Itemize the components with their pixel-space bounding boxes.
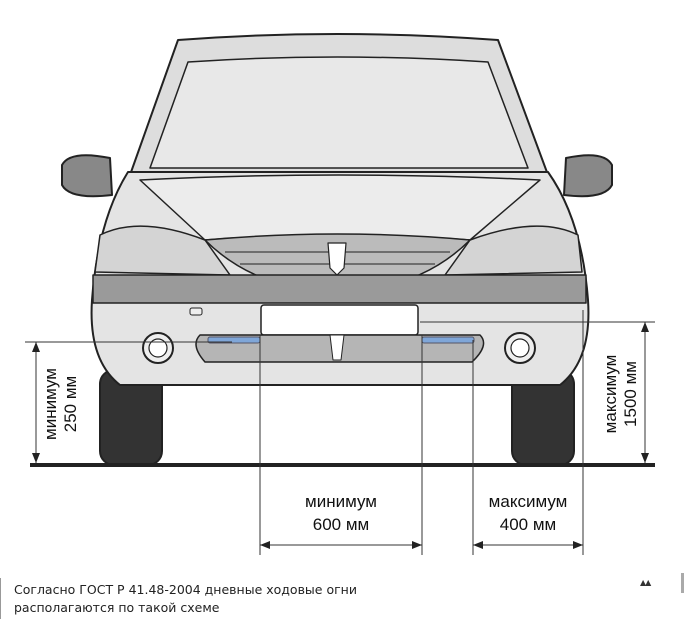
- bumper-band: [92, 274, 587, 304]
- dimension-arrows: [32, 322, 649, 549]
- lower-intake-divider: [329, 334, 345, 361]
- windshield: [149, 56, 529, 169]
- car-lights-diagram: минимум 250 мм максимум 1500 мм минимум …: [25, 33, 655, 555]
- right-mirror: [563, 154, 613, 198]
- car-illustration: [61, 33, 613, 466]
- right-daytime-running-light: [421, 336, 475, 344]
- left-headlight: [94, 225, 231, 276]
- bottom-right-dimension-label-line1: максимум: [489, 492, 568, 511]
- right-fog-light-lens: [510, 338, 530, 358]
- tow-hook-cover: [189, 307, 203, 316]
- left-dimension-label-line2: 250 мм: [61, 376, 80, 432]
- left-mirror: [61, 154, 113, 198]
- right-dimension-label-line2: 1500 мм: [621, 361, 640, 427]
- right-dimension-label-line1: максимум: [601, 355, 620, 434]
- scrollbar[interactable]: [681, 573, 684, 593]
- left-fog-light-lens: [148, 338, 168, 358]
- collapse-icon[interactable]: ▲▲: [640, 578, 651, 587]
- bottom-right-dimension-label-line2: 400 мм: [500, 515, 556, 534]
- logo-emblem: [327, 242, 347, 276]
- left-dimension-label-line1: минимум: [41, 368, 60, 440]
- dimension-lines: [25, 310, 655, 555]
- caption-line-1: Согласно ГОСТ Р 41.48-2004 дневные ходов…: [14, 582, 357, 597]
- license-plate: [260, 304, 419, 336]
- bottom-left-dimension-label-line1: минимум: [305, 492, 377, 511]
- bottom-left-dimension-label-line2: 600 мм: [313, 515, 369, 534]
- caption-line-2: располагаются по такой схеме: [14, 600, 220, 615]
- hood: [139, 174, 541, 241]
- caption: Согласно ГОСТ Р 41.48-2004 дневные ходов…: [14, 581, 357, 617]
- right-headlight: [444, 225, 583, 276]
- left-border: [0, 578, 1, 619]
